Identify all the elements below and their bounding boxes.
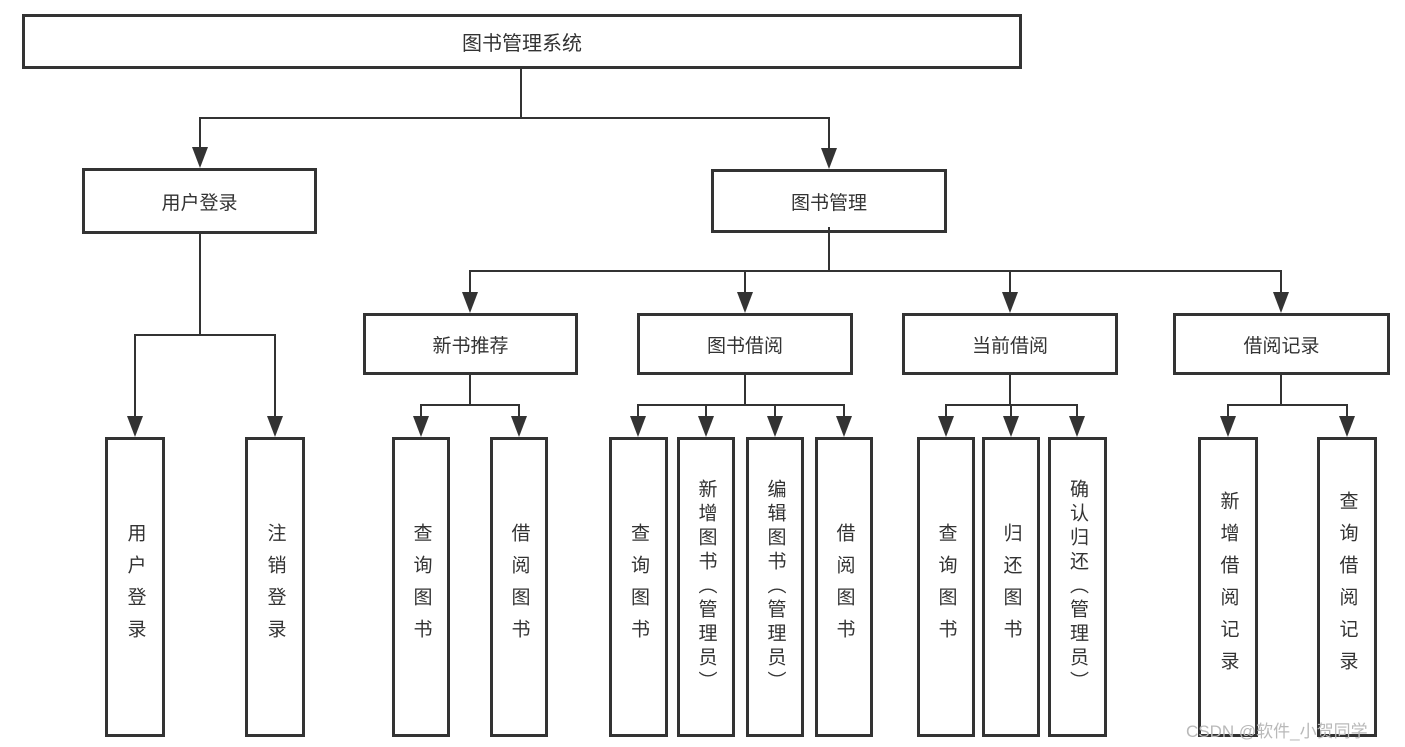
node-label: 借阅记录 [1243, 335, 1320, 357]
connector-line [1280, 270, 1282, 294]
connector-line [744, 375, 746, 406]
node-new-book-recommend: 新书推荐 [363, 313, 578, 375]
arrowhead-icon [938, 416, 954, 437]
arrowhead-icon [511, 416, 527, 437]
node-label: 新书推荐 [432, 335, 509, 357]
node-label: 归还图书 [1000, 523, 1022, 651]
leaf-borrow-books-recommend: 借阅图书 [490, 437, 548, 737]
connector-line [945, 404, 947, 418]
connector-line [1280, 375, 1282, 406]
node-label: 图书管理系统 [462, 33, 582, 55]
arrowhead-icon [836, 416, 852, 437]
arrowhead-icon [630, 416, 646, 437]
connector-line [199, 117, 830, 119]
node-label: 图书借阅 [706, 335, 783, 357]
connector-line [199, 117, 201, 149]
arrowhead-icon [1273, 292, 1289, 313]
node-label: 新增借阅记录 [1217, 491, 1239, 683]
arrowhead-icon [413, 416, 429, 437]
connector-line [1346, 404, 1348, 418]
node-label: 用户登录 [161, 192, 238, 214]
leaf-add-borrow-record: 新增借阅记录 [1198, 437, 1258, 737]
connector-line [843, 404, 845, 418]
arrowhead-icon [767, 416, 783, 437]
node-label: 编辑图书（管理员） [764, 479, 786, 695]
arrowhead-icon [192, 147, 208, 168]
node-label: 借阅图书 [508, 523, 530, 651]
node-label: 新增图书（管理员） [695, 479, 717, 695]
connector-line [469, 375, 471, 406]
arrowhead-icon [1003, 416, 1019, 437]
connector-line [1076, 404, 1078, 418]
node-label: 查询借阅记录 [1336, 491, 1358, 683]
connector-line [1227, 404, 1347, 406]
node-label: 确认归还（管理员） [1067, 479, 1088, 695]
connector-line [744, 270, 746, 294]
arrowhead-icon [737, 292, 753, 313]
connector-line [774, 404, 776, 418]
leaf-query-books-current: 查询图书 [917, 437, 975, 737]
connector-line [828, 227, 830, 272]
arrowhead-icon [821, 148, 837, 169]
connector-line [1010, 404, 1012, 418]
connector-line [420, 404, 422, 418]
leaf-logout: 注销登录 [245, 437, 305, 737]
connector-line [420, 404, 520, 406]
node-user-login: 用户登录 [82, 168, 317, 234]
leaf-return-books: 归还图书 [982, 437, 1040, 737]
node-label: 当前借阅 [971, 335, 1048, 357]
connector-line [469, 270, 1282, 272]
node-label: 查询图书 [628, 523, 649, 651]
connector-line [637, 404, 845, 406]
arrowhead-icon [1069, 416, 1085, 437]
node-label: 用户登录 [124, 523, 146, 651]
node-book-borrowing: 图书借阅 [637, 313, 853, 375]
csdn-watermark: CSDN @软件_小贺同学 [1186, 722, 1368, 741]
connector-line [518, 404, 520, 418]
node-label: 借阅图书 [833, 523, 855, 651]
leaf-user-login: 用户登录 [105, 437, 165, 737]
connector-line [469, 270, 471, 294]
arrowhead-icon [698, 416, 714, 437]
leaf-edit-books-admin: 编辑图书（管理员） [746, 437, 804, 737]
connector-line [828, 117, 830, 149]
leaf-borrow-books: 借阅图书 [815, 437, 873, 737]
leaf-query-books-recommend: 查询图书 [392, 437, 450, 737]
arrowhead-icon [462, 292, 478, 313]
connector-line [274, 334, 276, 418]
node-label: 查询图书 [410, 523, 432, 651]
leaf-confirm-return-admin: 确认归还（管理员） [1048, 437, 1107, 737]
connector-line [134, 334, 276, 336]
arrowhead-icon [1220, 416, 1236, 437]
leaf-add-books-admin: 新增图书（管理员） [677, 437, 735, 737]
arrowhead-icon [267, 416, 283, 437]
connector-line [637, 404, 639, 418]
connector-line [1227, 404, 1229, 418]
arrowhead-icon [1339, 416, 1355, 437]
connector-line [705, 404, 707, 418]
arrowhead-icon [1002, 292, 1018, 313]
leaf-query-books-borrow: 查询图书 [609, 437, 668, 737]
connector-line [1009, 375, 1011, 406]
node-current-borrowing: 当前借阅 [902, 313, 1118, 375]
node-label: 注销登录 [264, 523, 286, 651]
connector-line [520, 69, 522, 117]
node-library-management-system: 图书管理系统 [22, 14, 1022, 69]
connector-line [199, 234, 201, 336]
arrowhead-icon [127, 416, 143, 437]
node-borrowing-records: 借阅记录 [1173, 313, 1390, 375]
connector-line [134, 334, 136, 418]
node-book-management: 图书管理 [711, 169, 947, 233]
node-label: 图书管理 [790, 192, 867, 214]
connector-line [1009, 270, 1011, 294]
node-label: 查询图书 [935, 523, 957, 651]
leaf-query-borrow-record: 查询借阅记录 [1317, 437, 1377, 737]
